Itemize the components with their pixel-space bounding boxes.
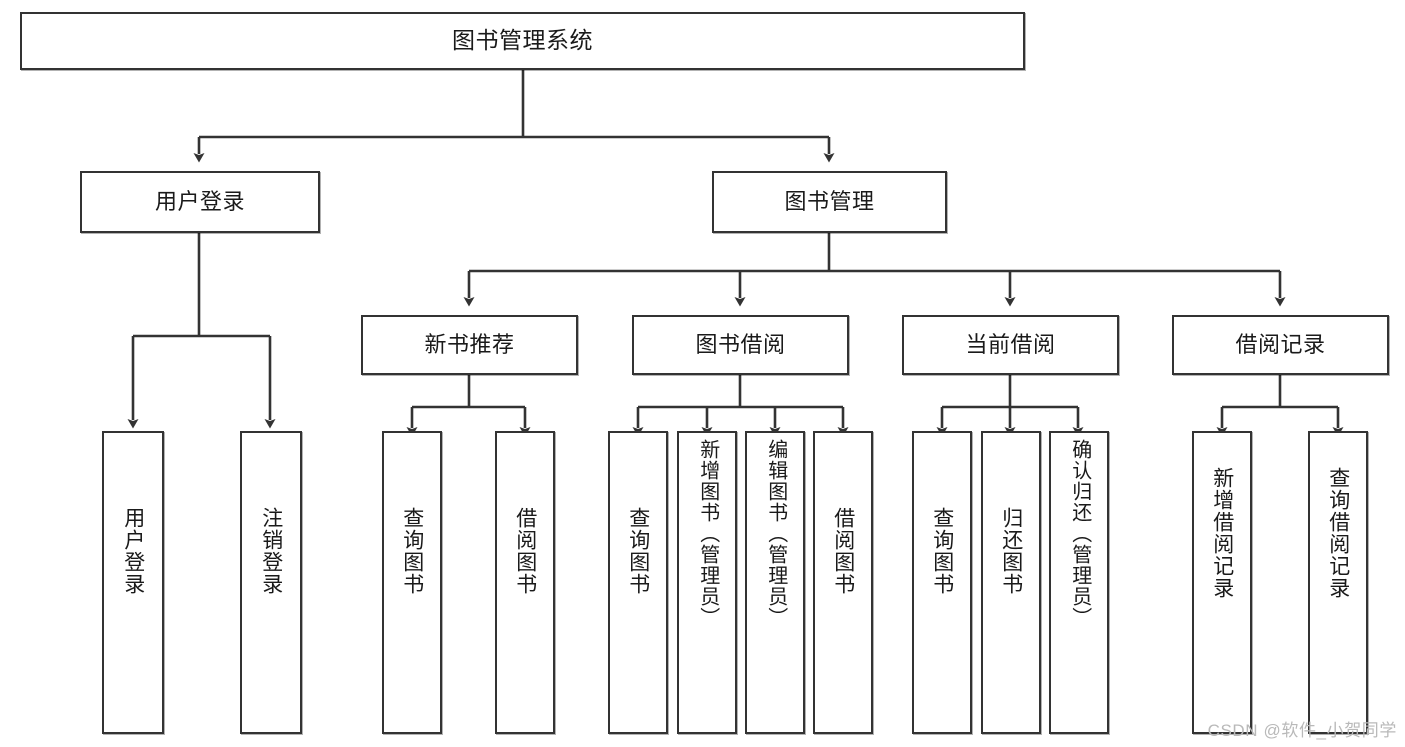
leaf-records-query-record[interactable]: 查询借阅记录 <box>1308 431 1368 734</box>
node-label: 确认归还（管理员） <box>1068 439 1091 628</box>
node-label: 新增借阅记录 <box>1210 467 1234 599</box>
node-user-login[interactable]: 用户登录 <box>80 171 320 233</box>
node-label: 注销登录 <box>259 507 283 595</box>
node-label: 新增图书（管理员） <box>696 439 719 628</box>
node-label: 编辑图书（管理员） <box>764 439 787 628</box>
node-current-borrow[interactable]: 当前借阅 <box>902 315 1119 375</box>
node-label: 图书借阅 <box>695 331 786 357</box>
node-label: 借阅记录 <box>1235 331 1326 357</box>
node-label: 图书管理 <box>784 188 875 214</box>
leaf-new-books-borrow-book[interactable]: 借阅图书 <box>495 431 555 734</box>
node-label: 借阅图书 <box>831 507 855 595</box>
leaf-current-query-book[interactable]: 查询图书 <box>912 431 972 734</box>
node-label: 新书推荐 <box>424 331 515 357</box>
node-label: 当前借阅 <box>965 331 1056 357</box>
leaf-borrow-query-book[interactable]: 查询图书 <box>608 431 668 734</box>
watermark: CSDN @软件_小贺同学 <box>1207 721 1397 740</box>
leaf-current-confirm-return-admin[interactable]: 确认归还（管理员） <box>1049 431 1109 734</box>
leaf-borrow-add-book-admin[interactable]: 新增图书（管理员） <box>677 431 737 734</box>
leaf-borrow-edit-book-admin[interactable]: 编辑图书（管理员） <box>745 431 805 734</box>
node-label: 用户登录 <box>154 188 245 214</box>
node-label: 查询图书 <box>930 507 954 595</box>
node-borrow-records[interactable]: 借阅记录 <box>1172 315 1389 375</box>
node-book-management[interactable]: 图书管理 <box>712 171 947 233</box>
leaf-records-add-record[interactable]: 新增借阅记录 <box>1192 431 1252 734</box>
node-label: 归还图书 <box>999 507 1023 595</box>
node-book-borrow[interactable]: 图书借阅 <box>632 315 849 375</box>
node-label: 借阅图书 <box>513 507 537 595</box>
leaf-user-login[interactable]: 用户登录 <box>102 431 164 734</box>
leaf-new-books-query-book[interactable]: 查询图书 <box>382 431 442 734</box>
node-label: 查询借阅记录 <box>1326 467 1350 599</box>
leaf-logout[interactable]: 注销登录 <box>240 431 302 734</box>
node-root-book-management-system[interactable]: 图书管理系统 <box>20 12 1025 70</box>
leaf-current-return-book[interactable]: 归还图书 <box>981 431 1041 734</box>
node-label: 用户登录 <box>121 507 145 595</box>
node-label: 图书管理系统 <box>452 27 593 54</box>
node-new-book-recommend[interactable]: 新书推荐 <box>361 315 578 375</box>
leaf-borrow-borrow-book[interactable]: 借阅图书 <box>813 431 873 734</box>
node-label: 查询图书 <box>400 507 424 595</box>
node-label: 查询图书 <box>626 507 650 595</box>
